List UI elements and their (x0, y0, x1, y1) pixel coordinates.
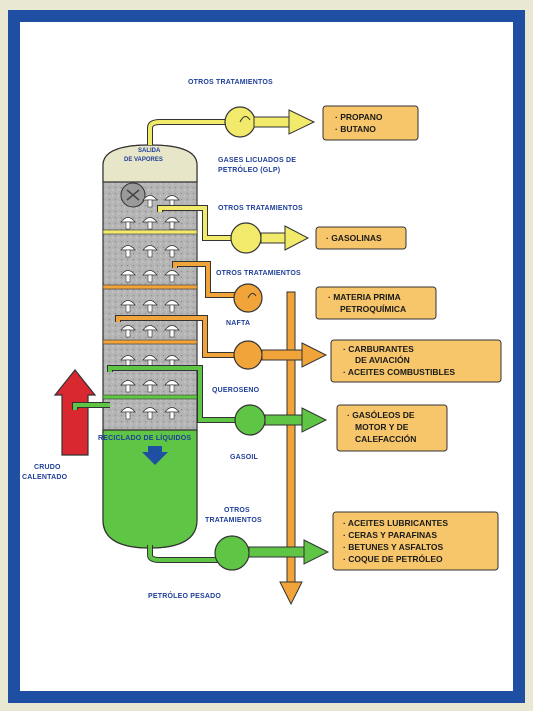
product-box-2: · GASOLINAS (315, 226, 407, 250)
bubble-cap-stem (125, 384, 131, 393)
label-nafta: NAFTA (226, 320, 250, 327)
bubble-cap-icon (142, 217, 158, 223)
bubble-cap-icon (142, 300, 158, 306)
bubble-cap-icon (164, 245, 180, 251)
bubble-cap-stem (147, 304, 153, 313)
recycle-down-arrow-icon (142, 446, 168, 465)
bubble-cap-icon (120, 355, 136, 361)
product-box-5-line-3: CALEFACCIÓN (355, 433, 416, 444)
bubble-cap-stem (147, 411, 153, 420)
bubble-cap-stem (125, 304, 131, 313)
label-glp-1: GASES LICUADOS DE (218, 157, 296, 164)
label-salida-1: SALIDA (138, 148, 161, 154)
bubble-cap-stem (147, 199, 153, 208)
product-box-1: · PROPANO · BUTANO (322, 105, 419, 141)
bubble-cap-icon (164, 217, 180, 223)
label-gasoil: GASOIL (230, 454, 259, 461)
bubble-cap-stem (125, 411, 131, 420)
bubble-cap-icon (142, 325, 158, 331)
stream-residuo (147, 535, 330, 571)
bubble-cap-icon (120, 325, 136, 331)
bubble-cap-icon (164, 300, 180, 306)
product-box-5: · GASÓLEOS DE MOTOR Y DE CALEFACCIÓN (336, 404, 448, 452)
bubble-cap-stem (169, 274, 175, 283)
label-otros-4b: TRATAMIENTOS (205, 517, 262, 524)
stream-gasolinas (157, 205, 310, 254)
stream-nafta (172, 261, 263, 313)
bubble-cap-stem (147, 249, 153, 258)
bubble-cap-stem (169, 384, 175, 393)
crude-feed (53, 369, 110, 456)
bubble-cap-icon (142, 245, 158, 251)
bubble-cap-icon (120, 407, 136, 413)
bubble-cap-stem (169, 249, 175, 258)
bubble-cap-stem (169, 329, 175, 338)
bubble-cap-icon (142, 407, 158, 413)
label-petroleo-pesado: PETRÓLEO PESADO (148, 591, 221, 600)
bubble-cap-icon (164, 380, 180, 386)
bubble-cap-icon (120, 300, 136, 306)
stream-queroseno (115, 315, 328, 370)
bubble-cap-icon (120, 380, 136, 386)
product-box-1-line-2: · BUTANO (335, 124, 376, 134)
product-box-4-line-1: · CARBURANTES (343, 344, 414, 354)
bubble-cap-icon (142, 355, 158, 361)
tower-trays (120, 195, 180, 420)
bubble-cap-icon (164, 270, 180, 276)
bubble-cap-stem (125, 221, 131, 230)
product-box-6-line-2: · CERAS Y PARAFINAS (343, 530, 437, 540)
product-box-6-line-4: · COQUE DE PETRÓLEO (343, 553, 443, 564)
label-queroseno: QUEROSENO (212, 387, 260, 394)
bubble-cap-icon (164, 195, 180, 201)
vapor-dome-icon (120, 182, 146, 208)
label-otros-4a: OTROS (224, 507, 250, 514)
stream-glp (224, 106, 316, 138)
recycle-pipe (279, 291, 303, 606)
bubble-cap-stem (125, 329, 131, 338)
tray-ledges (102, 229, 198, 400)
label-crudo-1: CRUDO (34, 464, 61, 471)
bubble-cap-stem (169, 221, 175, 230)
label-glp-2: PETRÓLEO (GLP) (218, 165, 280, 174)
product-box-5-line-2: MOTOR Y DE (355, 422, 409, 432)
bubble-cap-stem (169, 304, 175, 313)
bubble-cap-stem (147, 274, 153, 283)
product-box-4-line-3: · ACEITES COMBUSTIBLES (343, 367, 455, 377)
product-box-4: · CARBURANTES DE AVIACIÓN · ACEITES COMB… (330, 339, 502, 383)
bubble-cap-icon (120, 245, 136, 251)
label-salida-2: DE VAPORES (124, 157, 163, 163)
product-box-6-line-3: · BETUNES Y ASFALTOS (343, 542, 443, 552)
product-box-2-line-1: · GASOLINAS (326, 233, 382, 243)
bubble-cap-icon (120, 270, 136, 276)
label-otros-tratamientos-2: OTROS TRATAMIENTOS (218, 205, 303, 212)
bubble-cap-icon (142, 380, 158, 386)
product-box-4-line-2: DE AVIACIÓN (355, 354, 410, 365)
stream-gasoil (107, 365, 328, 436)
label-reciclado: RECICLADO DE LÍQUIDOS (98, 433, 191, 442)
bubble-cap-stem (169, 411, 175, 420)
bubble-cap-stem (125, 274, 131, 283)
label-otros-tratamientos-1: OTROS TRATAMIENTOS (188, 79, 273, 86)
product-box-1-line-1: · PROPANO (335, 112, 383, 122)
bubble-cap-icon (164, 407, 180, 413)
bubble-cap-stem (125, 249, 131, 258)
bubble-cap-icon (120, 217, 136, 223)
product-box-3-line-1: · MATERIA PRIMA (328, 292, 401, 302)
product-box-3: · MATERIA PRIMA PETROQUÍMICA (315, 286, 437, 320)
bubble-cap-stem (147, 384, 153, 393)
product-box-3-line-2: PETROQUÍMICA (340, 304, 406, 314)
product-box-6: · ACEITES LUBRICANTES · CERAS Y PARAFINA… (332, 511, 499, 571)
bubble-cap-icon (142, 270, 158, 276)
product-box-5-line-1: · GASÓLEOS DE (347, 409, 415, 420)
product-box-6-line-1: · ACEITES LUBRICANTES (343, 518, 448, 528)
bubble-cap-icon (164, 355, 180, 361)
label-crudo-2: CALENTADO (22, 474, 68, 481)
bubble-cap-stem (147, 221, 153, 230)
bubble-cap-icon (164, 325, 180, 331)
bubble-cap-icon (142, 195, 158, 201)
bubble-cap-stem (147, 329, 153, 338)
label-otros-tratamientos-3: OTROS TRATAMIENTOS (216, 270, 301, 277)
